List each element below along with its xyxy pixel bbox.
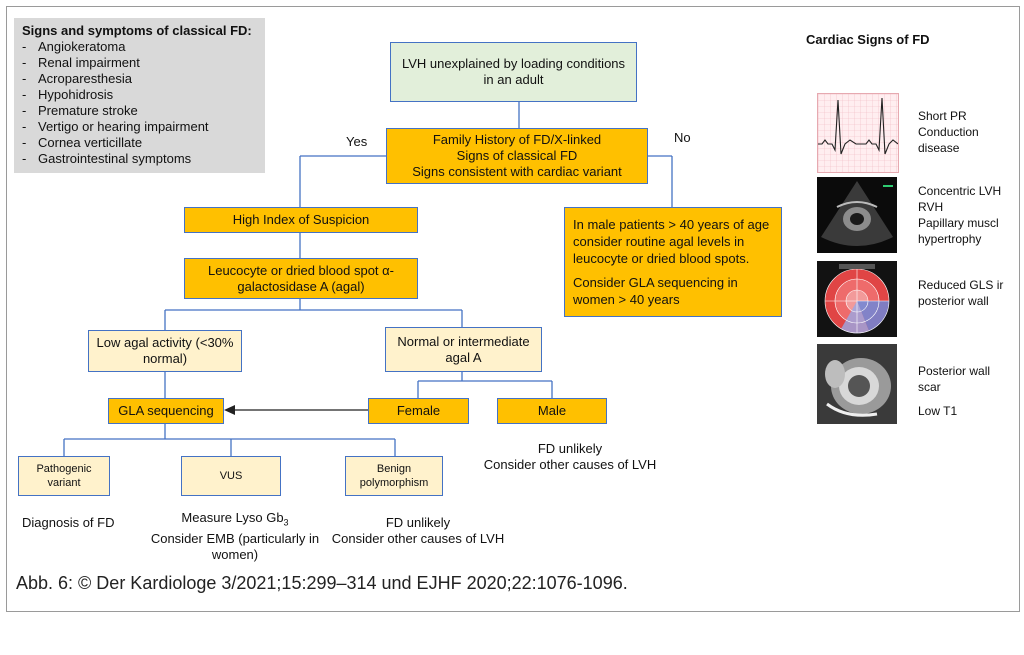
ecg-label: Conduction xyxy=(918,125,979,139)
vus-outcome: Measure Lyso Gb3 Consider EMB (particula… xyxy=(140,510,330,563)
mri-label: Posterior wall xyxy=(918,364,991,378)
leucocyte-box: Leucocyte or dried blood spot α- galacto… xyxy=(184,258,418,299)
echo-label: hypertrophy xyxy=(918,232,982,246)
family-line: Signs consistent with cardiac variant xyxy=(412,164,622,179)
leucocyte-line: galactosidase A (agal) xyxy=(237,278,365,294)
mri-label: scar xyxy=(918,380,941,394)
mri-image xyxy=(817,344,897,424)
vus-outcome-line: women) xyxy=(211,546,259,562)
low-agal-line: normal) xyxy=(142,351,188,366)
benign-line: polymorphism xyxy=(359,477,429,489)
gla-sequencing-box: GLA sequencing xyxy=(108,398,224,424)
vus-box: VUS xyxy=(181,456,281,496)
ecg-trace-icon xyxy=(818,94,898,172)
echo-image xyxy=(817,177,897,253)
normal-agal-box: Normal or intermediate agal A xyxy=(385,327,542,372)
male-label: Male xyxy=(537,403,567,418)
male40-box: In male patients > 40 years of age consi… xyxy=(564,207,782,317)
cardiac-title: Cardiac Signs of FD xyxy=(806,32,930,47)
lyso-line: Measure Lyso Gb3 xyxy=(140,510,330,531)
normal-agal-line: Normal or intermediate xyxy=(397,333,530,349)
leucocyte-line: Leucocyte or dried blood spot α- xyxy=(207,262,394,278)
pathogenic-line: variant xyxy=(47,477,81,489)
gls-label: Reduced GLS ir xyxy=(918,278,1004,292)
mri-labels: Posterior wall scar Low T1 xyxy=(918,363,990,419)
female-box: Female xyxy=(368,398,469,424)
suspicion-box: High Index of Suspicion xyxy=(184,207,418,233)
mri-heart-icon xyxy=(817,344,897,424)
pathogenic-line: Pathogenic xyxy=(36,463,92,475)
lvh-line: LVH unexplained by loading conditions xyxy=(401,56,626,71)
benign-outcome-line: Consider other causes of LVH xyxy=(331,531,505,546)
symptoms-title: Signs and symptoms of classical FD: xyxy=(22,23,252,38)
male-outcome-line: FD unlikely xyxy=(537,441,603,456)
male40-line: consider routine agal levels in xyxy=(573,234,745,249)
echo-label: RVH xyxy=(918,200,944,214)
benign-box: Benign polymorphism xyxy=(345,456,443,496)
symptom-item: Gastrointestinal symptoms xyxy=(22,151,257,167)
lyso-text: Measure Lyso Gb xyxy=(181,510,284,525)
gls-labels: Reduced GLS ir posterior wall xyxy=(918,277,1003,309)
symptom-item: Hypohidrosis xyxy=(22,87,257,103)
ecg-label: disease xyxy=(918,141,960,155)
arrow-female-to-gla xyxy=(224,405,368,415)
pathogenic-box: Pathogenic variant xyxy=(18,456,110,496)
male-box: Male xyxy=(497,398,607,424)
symptoms-panel: Signs and symptoms of classical FD: Angi… xyxy=(14,18,265,173)
gla-sequencing-label: GLA sequencing xyxy=(118,403,214,418)
male-outcome: FD unlikely Consider other causes of LVH xyxy=(470,441,670,473)
symptom-item: Premature stroke xyxy=(22,103,257,119)
symptom-item: Renal impairment xyxy=(22,55,257,71)
vus-label: VUS xyxy=(219,470,243,482)
low-agal-box: Low agal activity (<30% normal) xyxy=(88,330,242,372)
yes-label: Yes xyxy=(346,134,368,149)
symptom-item: Vertigo or hearing impairment xyxy=(22,119,257,135)
low-t1-label: Low T1 xyxy=(918,404,958,418)
gla40-line: Consider GLA sequencing in xyxy=(573,275,738,290)
male40-line: In male patients > 40 years of age xyxy=(573,217,770,232)
ecg-label: Short PR xyxy=(918,109,967,123)
normal-agal-line: agal A xyxy=(445,349,482,365)
lvh-line: in an adult xyxy=(483,72,544,87)
no-label: No xyxy=(674,130,691,145)
family-history-box: Family History of FD/X-linked Signs of c… xyxy=(386,128,648,184)
gls-label: posterior wall xyxy=(918,294,989,308)
bullseye-icon xyxy=(824,264,890,334)
family-line: Family History of FD/X-linked xyxy=(432,132,602,147)
symptom-item: Angiokeratoma xyxy=(22,39,257,55)
ecg-image xyxy=(817,93,899,173)
gla40-line: women > 40 years xyxy=(573,292,680,307)
symptom-item: Acroparesthesia xyxy=(22,71,257,87)
echo-label: Concentric LVH xyxy=(918,184,1002,198)
benign-line: Benign xyxy=(376,463,412,475)
gls-bullseye-image xyxy=(817,261,897,337)
echo-labels: Concentric LVH RVH Papillary muscl hyper… xyxy=(918,183,1001,247)
echo-sector-icon xyxy=(821,181,893,246)
figure-caption: Abb. 6: © Der Kardiologe 3/2021;15:299–3… xyxy=(16,573,628,593)
ecg-labels: Short PR Conduction disease xyxy=(918,108,979,156)
female-label: Female xyxy=(396,403,441,418)
diagnosis-label: Diagnosis of FD xyxy=(22,515,115,530)
lvh-box: LVH unexplained by loading conditions in… xyxy=(390,42,637,102)
symptom-item: Cornea verticillate xyxy=(22,135,257,151)
vus-outcome-line: Consider EMB (particularly in xyxy=(150,530,320,546)
male-outcome-line: Consider other causes of LVH xyxy=(483,457,657,472)
family-line: Signs of classical FD xyxy=(456,148,578,163)
lyso-subscript: 3 xyxy=(283,517,289,528)
benign-outcome-line: FD unlikely xyxy=(385,515,451,530)
echo-label: Papillary muscl xyxy=(918,216,999,230)
male40-line: leucocyte or dried blood spots. xyxy=(573,251,750,266)
benign-outcome: FD unlikely Consider other causes of LVH xyxy=(318,515,518,547)
suspicion-label: High Index of Suspicion xyxy=(232,212,370,227)
low-agal-line: Low agal activity (<30% xyxy=(96,335,234,350)
